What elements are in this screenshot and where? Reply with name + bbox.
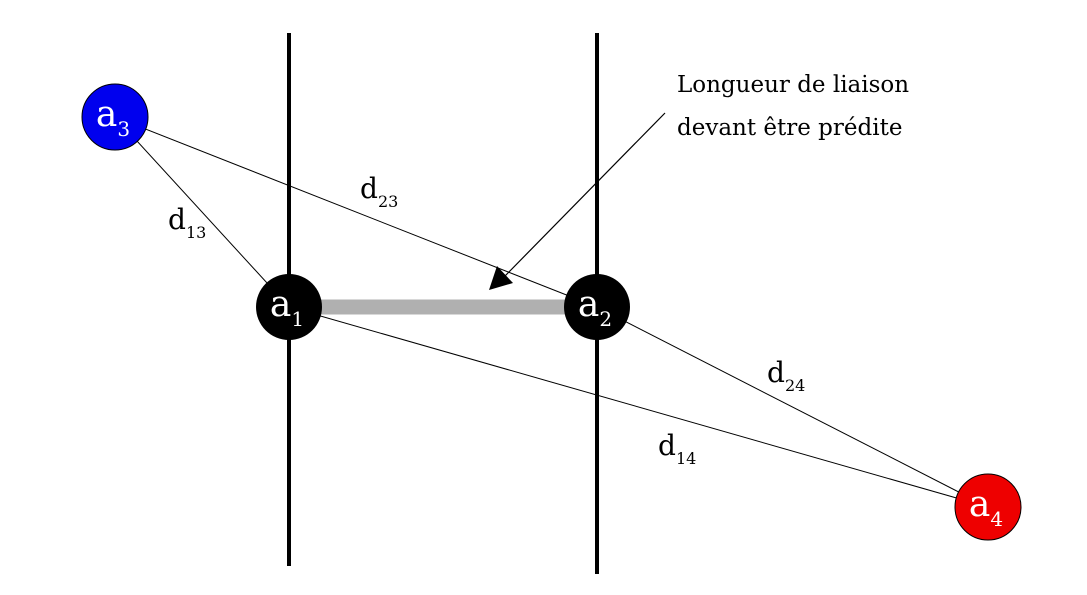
distance-line-d14 bbox=[288, 306, 989, 508]
distance-line-d24 bbox=[596, 306, 989, 508]
distance-label-d13: d13 bbox=[168, 203, 206, 242]
atom-a4: a4 bbox=[954, 473, 1022, 541]
atom-a3-circle bbox=[81, 83, 149, 151]
atom-a1-circle bbox=[256, 274, 322, 340]
distance-label-d14: d14 bbox=[658, 429, 696, 468]
atom-a4-circle bbox=[954, 473, 1022, 541]
atom-a3: a3 bbox=[81, 83, 149, 151]
atom-a1: a1 bbox=[256, 274, 322, 340]
atom-a3-label: a3 bbox=[96, 94, 130, 141]
atom-a2-circle bbox=[564, 274, 630, 340]
annotation-line-1: Longueur de liaison bbox=[677, 72, 909, 98]
distance-line-d23 bbox=[114, 116, 598, 308]
distance-label-d23: d23 bbox=[360, 172, 398, 211]
annotation-arrow-line bbox=[504, 112, 666, 277]
atom-a4-label: a4 bbox=[969, 484, 1003, 531]
atom-a1-label: a1 bbox=[270, 284, 304, 331]
annotation-line-2: devant être prédite bbox=[677, 115, 902, 141]
distance-line-d13 bbox=[114, 116, 290, 308]
distance-label-d24: d24 bbox=[767, 356, 805, 395]
annotation-arrowhead bbox=[489, 266, 513, 290]
atom-a2-label: a2 bbox=[578, 284, 612, 331]
atom-a2: a2 bbox=[564, 274, 630, 340]
